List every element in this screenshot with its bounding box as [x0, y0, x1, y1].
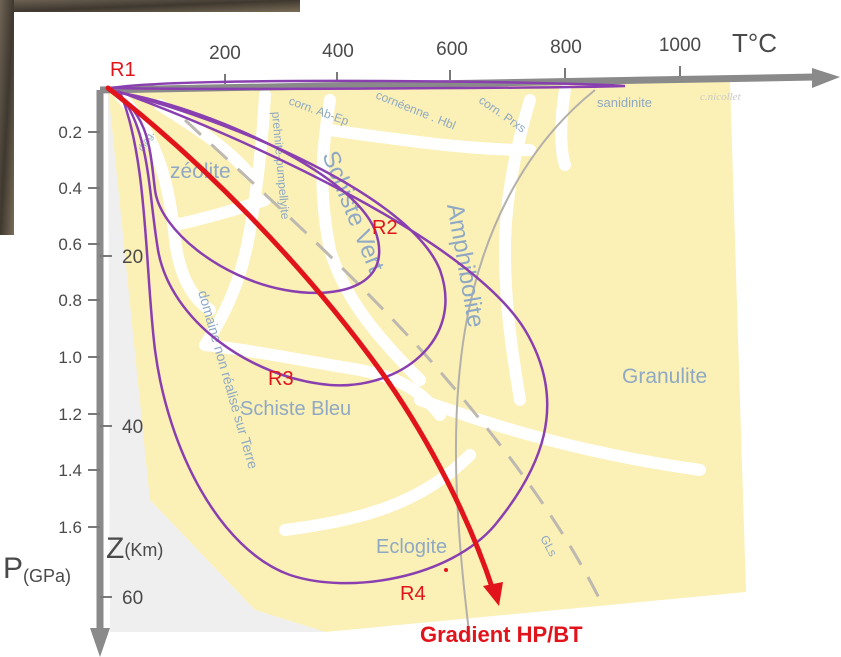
p-tick-0.4: 0.4: [58, 179, 82, 198]
region-label-r3: R3: [268, 368, 294, 390]
depth-axis-label: Z(Km): [106, 532, 163, 565]
p-tick-1.2: 1.2: [58, 405, 82, 424]
facies-eclogite: Eclogite: [376, 536, 447, 558]
region-label-r1: R1: [110, 59, 136, 81]
z-tick-60: 60: [122, 588, 143, 609]
t-tick-1000: 1000: [659, 35, 701, 56]
depth-symbol: Z: [106, 532, 124, 565]
background-photo-fragment-side: [0, 0, 14, 235]
r4-marker-dot: [444, 568, 448, 572]
region-label-r2: R2: [372, 217, 398, 239]
gradient-arrowhead: [483, 582, 503, 606]
z-tick-40: 40: [122, 417, 143, 438]
unrealised-domain: [108, 88, 325, 632]
p-tick-0.8: 0.8: [58, 291, 82, 310]
background-photo-fragment: [0, 0, 300, 12]
facies-granulite: Granulite: [622, 365, 707, 388]
pressure-symbol: P: [3, 552, 23, 585]
facies-sanidinite: sanidinite: [597, 95, 652, 110]
facies-zeolite: zéolite: [170, 160, 231, 183]
gls-dashed-line: [183, 118, 602, 601]
loop-r3: [114, 89, 447, 387]
t-tick-400: 400: [322, 41, 354, 62]
p-tick-1.4: 1.4: [58, 461, 82, 480]
t-tick-200: 200: [209, 43, 241, 64]
facies-schiste-bleu: Schiste Bleu: [240, 398, 351, 420]
gradient-label: Gradient HP/BT: [420, 622, 583, 647]
pt-loops: [111, 79, 626, 585]
p-tick-0.2: 0.2: [58, 123, 82, 142]
depth-unit: (Km): [124, 540, 163, 560]
p-tick-1.0: 1.0: [58, 348, 82, 367]
t-tick-600: 600: [436, 39, 468, 60]
loop-r1-outer: [111, 79, 626, 91]
gradient-hp-bt-path: [105, 85, 503, 606]
p-tick-1.6: 1.6: [58, 518, 82, 537]
region-label-r4: R4: [400, 583, 426, 605]
z-tick-20: 20: [122, 247, 143, 268]
loop-r4: [117, 89, 549, 585]
pressure-unit: (GPa): [23, 566, 71, 586]
pressure-tick-marks: [88, 131, 112, 598]
pressure-axis-label: P(GPa): [3, 552, 71, 586]
p-tick-0.6: 0.6: [58, 235, 82, 254]
credit-label: c.nicollet: [700, 91, 742, 103]
solidus-curve: [454, 89, 596, 641]
temperature-axis-label: T°C: [732, 28, 777, 58]
t-tick-800: 800: [550, 37, 582, 58]
